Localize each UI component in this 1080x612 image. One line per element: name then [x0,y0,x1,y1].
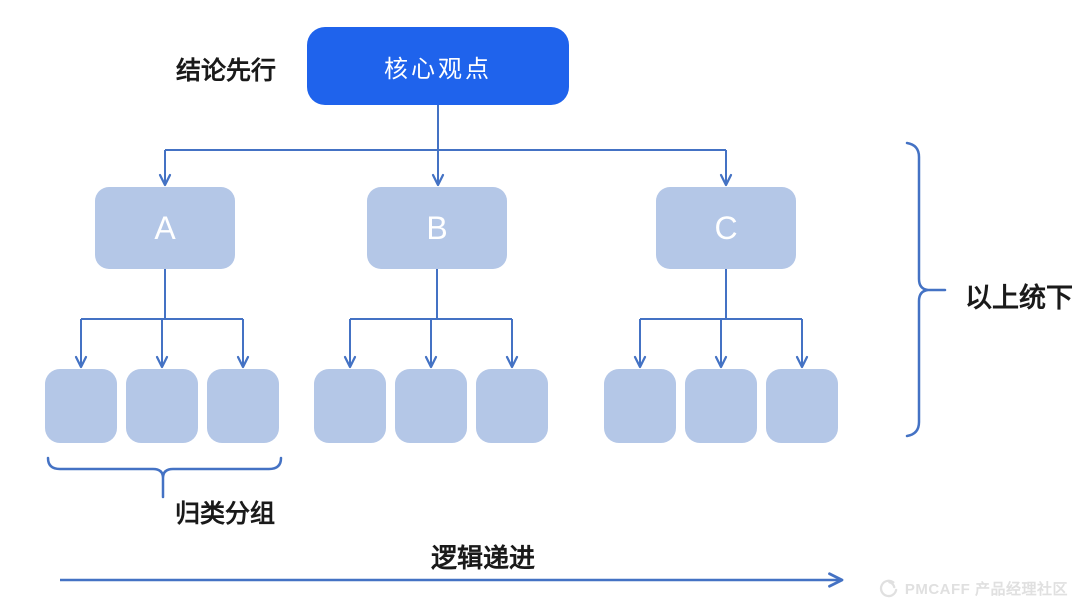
leaf-node [685,369,757,443]
label-top-governs-bottom: 以上统下 [965,283,1073,313]
leaf-node [476,369,548,443]
label-logical-progression: 逻辑递进 [430,543,535,573]
leaf-group-a [45,369,279,443]
watermark-text: PMCAFF 产品经理社区 [904,581,1068,598]
leaf-node [766,369,838,443]
pmcaff-logo-icon [879,579,898,597]
node-b-label: B [426,209,448,246]
leaf-node [604,369,676,443]
leaf-node [45,369,117,443]
leaf-node [395,369,467,443]
right-brace [905,141,947,438]
leaf-node [126,369,198,443]
root-node: 核心观点 [307,27,569,105]
label-grouping: 归类分组 [175,500,276,528]
leaf-group-b [314,369,548,443]
root-node-label: 核心观点 [384,55,492,83]
leaf-node [207,369,279,443]
leaf-group-c [604,369,838,443]
node-a: A [95,187,235,269]
node-a-label: A [154,209,176,246]
label-conclusion-first: 结论先行 [176,57,277,85]
node-c-label: C [714,209,738,246]
leaf-node [314,369,386,443]
node-c: C [656,187,796,269]
node-b: B [367,187,507,269]
watermark: PMCAFF 产品经理社区 [878,578,1068,599]
group-underbrace [46,456,283,499]
